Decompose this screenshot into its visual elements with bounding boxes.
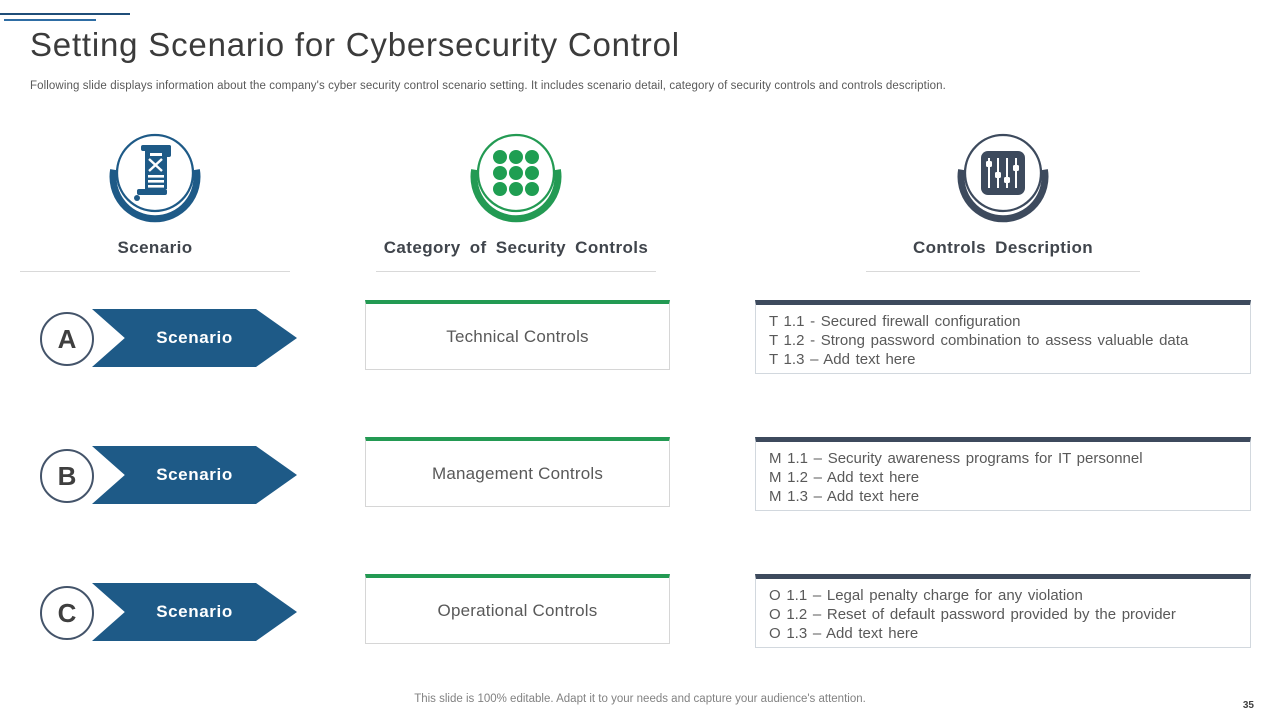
description-line: T 1.2 - Strong password combination to a… [769, 332, 1189, 349]
sliders-icon [953, 131, 1053, 231]
description-line: M 1.1 – Security awareness programs for … [769, 450, 1143, 467]
column-label-description: Controls Description [912, 238, 1094, 257]
column-label-category: Category of Security Controls [383, 238, 649, 257]
scenario-arrow: Scenario [92, 309, 297, 367]
scenario-arrow: Scenario [92, 446, 297, 504]
description-line: T 1.3 – Add text here [769, 351, 916, 368]
description-box: O 1.1 – Legal penalty charge for any vio… [755, 574, 1251, 648]
description-line: O 1.3 – Add text here [769, 625, 919, 642]
description-box: T 1.1 - Secured firewall configuration T… [755, 300, 1251, 374]
category-box: Management Controls [365, 437, 670, 507]
page-number: 35 [1242, 700, 1254, 711]
description-line: M 1.3 – Add text here [769, 488, 920, 505]
header-column-category: Category of Security Controls [376, 131, 656, 272]
scenario-arrow: Scenario [92, 583, 297, 641]
description-box: M 1.1 – Security awareness programs for … [755, 437, 1251, 511]
column-divider [20, 271, 290, 272]
scroll-icon [105, 131, 205, 231]
dots-grid-icon [466, 131, 566, 231]
category-box: Operational Controls [365, 574, 670, 644]
description-line: O 1.2 – Reset of default password provid… [769, 606, 1176, 623]
row-letter-badge: B [40, 449, 94, 503]
decor-line-bottom [4, 19, 96, 21]
row-letter-badge: A [40, 312, 94, 366]
footer-note: This slide is 100% editable. Adapt it to… [414, 693, 866, 705]
page-subtitle: Following slide displays information abo… [30, 80, 946, 92]
header-column-description: Controls Description [866, 131, 1140, 272]
page-title: Setting Scenario for Cybersecurity Contr… [30, 26, 680, 63]
description-line: O 1.1 – Legal penalty charge for any vio… [769, 587, 1083, 604]
category-box: Technical Controls [365, 300, 670, 370]
row-letter-badge: C [40, 586, 94, 640]
column-label-scenario: Scenario [117, 238, 193, 257]
description-line: T 1.1 - Secured firewall configuration [769, 313, 1021, 330]
column-divider [866, 271, 1140, 272]
header-column-scenario: Scenario [20, 131, 290, 272]
decor-line-top [0, 13, 130, 15]
description-line: M 1.2 – Add text here [769, 469, 920, 486]
column-divider [376, 271, 656, 272]
